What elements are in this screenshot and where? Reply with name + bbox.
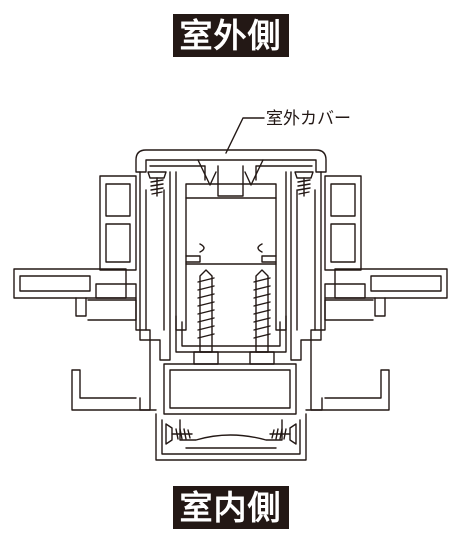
top-screws bbox=[147, 171, 314, 197]
long-screw-left bbox=[193, 269, 219, 365]
screw-bottom-right bbox=[269, 423, 297, 445]
screw-bottom-left bbox=[165, 423, 193, 445]
screw-top-left bbox=[147, 171, 167, 197]
long-screw-right bbox=[249, 269, 275, 365]
center-profile bbox=[175, 197, 287, 353]
screw-top-right bbox=[294, 171, 314, 197]
right-outer-frame bbox=[310, 175, 448, 411]
exterior-cover bbox=[135, 149, 327, 197]
exterior-side-label: 室外側 bbox=[172, 14, 289, 57]
callout-label: 室外カバー bbox=[266, 109, 351, 129]
callout-leader-line bbox=[225, 117, 265, 154]
main-frame-verticals bbox=[139, 171, 322, 361]
lower-interior-frame bbox=[139, 363, 323, 461]
left-outer-frame bbox=[13, 175, 151, 411]
bottom-screws bbox=[165, 423, 297, 445]
interior-side-label: 室内側 bbox=[172, 486, 289, 529]
